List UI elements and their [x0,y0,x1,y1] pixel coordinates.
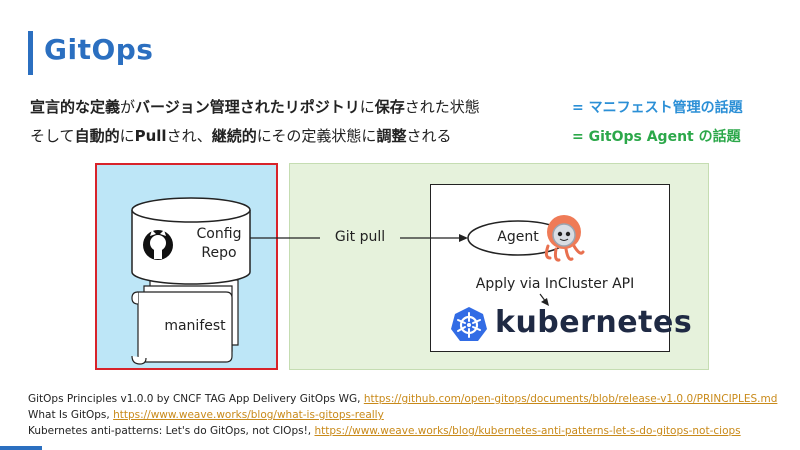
apply-label: Apply via InCluster API [475,276,635,292]
reference-item: What Is GitOps, https://www.weave.works/… [28,407,777,423]
reference-link[interactable]: https://www.weave.works/blog/what-is-git… [113,409,384,421]
references: GitOps Principles v1.0.0 by CNCF TAG App… [28,391,777,439]
argo-mascot-icon [544,215,585,262]
kubernetes-wordmark: kubernetes [495,305,693,340]
config-repo-label-line1: Config [196,226,242,242]
line2-part-6: にその定義状態に [256,127,377,145]
line2-part-3: Pull [134,127,167,145]
statement-line-2: そして自動的にPullされ、継続的にその定義状態に調整される [30,125,451,146]
statement-line-1: 宣言的な定義がバージョン管理されたリポジトリに保存された状態 [30,96,480,117]
reference-link[interactable]: https://www.weave.works/blog/kubernetes-… [314,425,741,437]
config-repo-cylinder [131,197,251,285]
line1-part-4: に [359,98,375,116]
reference-item: GitOps Principles v1.0.0 by CNCF TAG App… [28,391,777,407]
reference-text: GitOps Principles v1.0.0 by CNCF TAG App… [28,393,364,405]
line2-part-0: そして [30,127,75,145]
reference-text: What Is GitOps, [28,409,114,421]
reference-item: Kubernetes anti-patterns: Let's do GitOp… [28,423,777,439]
line2-part-2: に [119,127,135,145]
note-agent-topic: = GitOps Agent の話題 [572,129,741,145]
page-title: GitOps [44,33,154,66]
manifest-scroll-icon [131,279,239,365]
github-icon [143,230,173,260]
line2-part-1: 自動的 [74,127,120,145]
line2-part-5: 継続的 [211,127,257,145]
agent-label: Agent [497,229,539,245]
line1-part-6: された状態 [404,98,480,116]
title-accent-bar [28,31,33,75]
apply-arrow [539,293,549,306]
line1-part-5: 保存 [374,98,405,116]
reference-text: Kubernetes anti-patterns: Let's do GitOp… [28,425,315,437]
line2-part-4: され、 [166,127,212,145]
line1-part-1: 定義 [90,98,121,116]
manifest-label: manifest [164,318,226,334]
line1-part-3: バージョン管理されたリポジトリ [135,98,360,116]
bottom-accent-bar [0,446,42,450]
line1-part-2: が [120,98,136,116]
git-pull-label: Git pull [320,229,400,245]
config-repo-label: Config Repo [183,225,255,263]
line2-part-7: 調整 [376,127,407,145]
kubernetes-helm-icon [451,307,487,341]
line1-part-0: 宣言的な [30,98,91,116]
reference-link[interactable]: https://github.com/open-gitops/documents… [363,393,778,405]
config-repo-label-line2: Repo [201,245,237,261]
note-manifest-topic: = マニフェスト管理の話題 [572,100,743,116]
line2-part-8: される [406,127,452,145]
